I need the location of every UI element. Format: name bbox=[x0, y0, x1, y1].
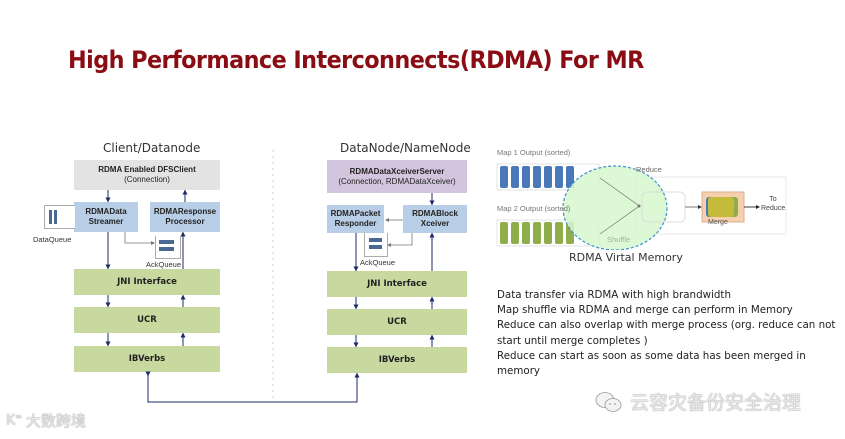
rdma-block-xceiver-line1: RDMABlock bbox=[412, 209, 458, 219]
map1-label: Map 1 Output (sorted) bbox=[497, 148, 571, 157]
map1-output-bars bbox=[500, 166, 574, 188]
map-output-chunk bbox=[533, 166, 541, 188]
shuffle-ellipse bbox=[562, 165, 668, 250]
shuffle-label: Shuffle bbox=[607, 235, 631, 244]
shuffle-line-2 bbox=[599, 206, 639, 235]
ack-queue-right-label: AckQueue bbox=[360, 258, 396, 267]
bullet-line: Reduce can start as soon as some data ha… bbox=[497, 349, 806, 362]
bullet-list: Data transfer via RDMA with high brandwi… bbox=[497, 288, 837, 379]
queue-slot-icon bbox=[369, 245, 382, 249]
map-output-chunk bbox=[566, 166, 574, 188]
rdma-block-xceiver-line2: Xceiver bbox=[420, 219, 450, 228]
to-reduce-line1: To bbox=[769, 196, 777, 203]
watermark-right-text: 云容灾备份安全治理 bbox=[630, 392, 802, 414]
arrow bbox=[124, 232, 155, 245]
dataxceiver-server-sub: (Connection, RDMADataXceiver) bbox=[338, 176, 456, 186]
right-ibverbs-layer: IBVerbs bbox=[327, 347, 467, 373]
map-output-chunk bbox=[500, 222, 508, 244]
watermark-left: K∞ 大数跨境 bbox=[6, 410, 86, 431]
map2-label: Map 2 Output (sorted) bbox=[497, 204, 571, 213]
to-reduce-label: To Reduce bbox=[761, 195, 785, 213]
wechat-icon bbox=[595, 391, 622, 412]
queue-slot-icon bbox=[159, 240, 174, 244]
map-output-chunk bbox=[555, 222, 563, 244]
map-output-chunk bbox=[511, 166, 519, 188]
queue-slot-icon bbox=[159, 247, 174, 251]
dfsclient-sub: (Connection) bbox=[124, 175, 170, 184]
right-ucr-layer: UCR bbox=[327, 309, 467, 335]
map-output-chunk bbox=[522, 222, 530, 244]
left-ibverbs-layer: IBVerbs bbox=[74, 346, 220, 372]
map-output-chunk bbox=[533, 222, 541, 244]
shuffle-join-point bbox=[637, 204, 641, 208]
map-output-chunk bbox=[500, 166, 508, 188]
ibverbs-link-line bbox=[145, 371, 360, 403]
watermark-right: 云容灾备份安全治理 bbox=[594, 388, 801, 415]
slide-title: High Performance Interconnects(RDMA) For… bbox=[68, 46, 644, 74]
bullet-line: start until merge completes ) bbox=[497, 334, 648, 347]
arrow-head bbox=[756, 205, 760, 209]
to-reduce-line2: Reduce bbox=[761, 205, 786, 212]
mr-shuffle-diagram bbox=[496, 163, 787, 250]
rdma-packet-responder-line2: Responder bbox=[334, 219, 377, 228]
map-output-chunk bbox=[544, 222, 552, 244]
reduce-label: Reduce bbox=[636, 165, 662, 174]
left-ucr-layer: UCR bbox=[74, 307, 220, 333]
rdma-data-streamer-line1: RDMAData bbox=[85, 207, 127, 217]
bullet-line: Map shuffle via RDMA and merge can perfo… bbox=[497, 304, 793, 317]
watermark-left-text: 大数跨境 bbox=[25, 412, 86, 430]
map2-output-bars bbox=[500, 222, 574, 244]
rdma-packet-responder-line1: RDMAPacket bbox=[330, 209, 381, 219]
bullet-line: Reduce can also overlap with merge proce… bbox=[497, 319, 836, 332]
dataxceiver-server-name: RDMADataXceiverServer bbox=[349, 166, 445, 176]
ack-queue-left-label: AckQueue bbox=[146, 260, 182, 269]
dfsclient-box: RDMA Enabled DFSClient (Connection) bbox=[74, 160, 220, 190]
arrow bbox=[387, 233, 413, 247]
rdma-data-streamer-box: RDMAData Streamer bbox=[74, 202, 138, 232]
rdma-block-xceiver-box: RDMABlock Xceiver bbox=[403, 205, 467, 233]
rdma-response-processor-line2: Processor bbox=[165, 217, 205, 226]
rdma-packet-responder-box: RDMAPacket Responder bbox=[327, 205, 384, 233]
data-queue bbox=[44, 205, 75, 229]
merge-chunk-yellow bbox=[708, 197, 734, 217]
dfsclient-name: RDMA Enabled DFSClient bbox=[98, 165, 196, 175]
queue-slot-icon bbox=[54, 210, 57, 224]
datanode-namenode-heading: DataNode/NameNode bbox=[340, 141, 471, 155]
ack-queue-right bbox=[364, 233, 388, 257]
shuffle-line-1 bbox=[599, 177, 639, 206]
dataxceiver-server-box: RDMADataXceiverServer (Connection, RDMAD… bbox=[327, 160, 467, 193]
bullet-line: memory bbox=[497, 365, 541, 378]
map-output-chunk bbox=[511, 222, 519, 244]
left-jni-interface-layer: JNI Interface bbox=[74, 269, 220, 295]
map-output-chunk bbox=[544, 166, 552, 188]
ack-queue-left bbox=[155, 236, 181, 259]
rdma-virtual-memory-caption: RDMA Virtal Memory bbox=[569, 251, 683, 264]
rdma-response-processor-box: RDMAResponse Processor bbox=[150, 202, 220, 232]
merge-label: Merge bbox=[708, 219, 728, 226]
data-queue-label: DataQueue bbox=[33, 235, 72, 244]
bullet-line: Data transfer via RDMA with high brandwi… bbox=[497, 289, 731, 301]
rdma-data-streamer-line2: Streamer bbox=[88, 217, 124, 226]
queue-slot-icon bbox=[369, 238, 382, 242]
watermark-logo-icon: K∞ bbox=[6, 412, 22, 429]
client-datanode-heading: Client/Datanode bbox=[103, 141, 201, 155]
arrow-head bbox=[698, 205, 702, 209]
right-jni-interface-layer: JNI Interface bbox=[327, 271, 467, 297]
rdma-response-processor-line1: RDMAResponse bbox=[153, 207, 217, 217]
map-output-chunk bbox=[522, 166, 530, 188]
map-output-chunk bbox=[555, 166, 563, 188]
queue-slot-icon bbox=[49, 210, 52, 224]
